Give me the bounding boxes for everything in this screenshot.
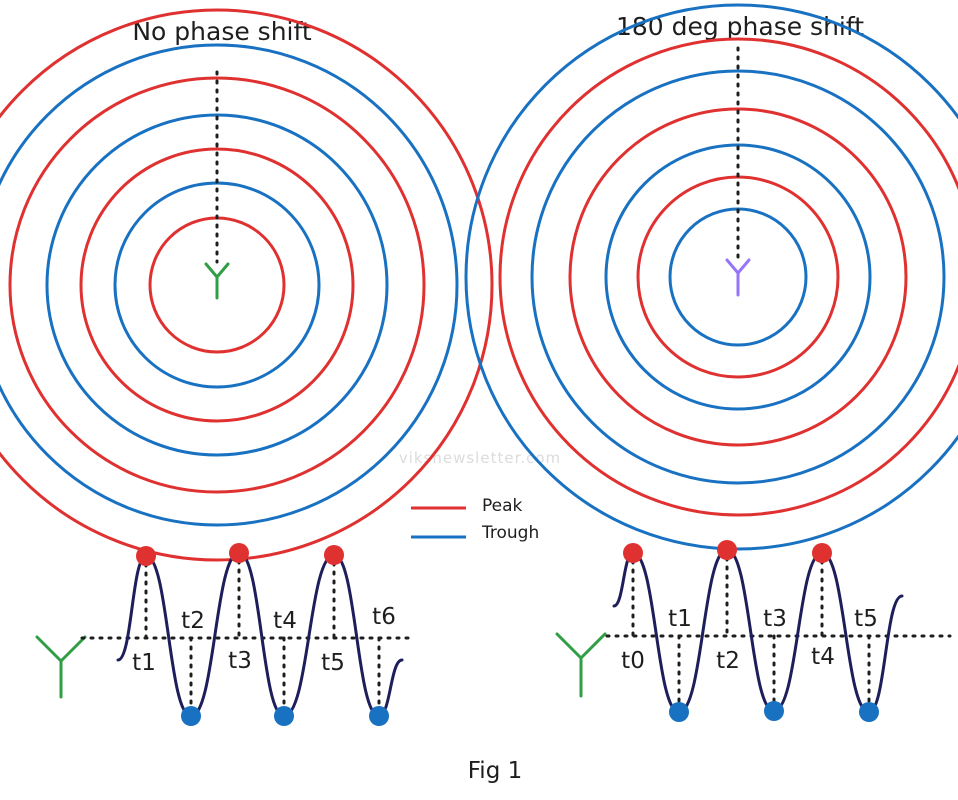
left-time-label-2: t2 — [181, 608, 205, 634]
right-wave-dots — [623, 540, 879, 722]
right-ring-trough-7 — [464, 3, 958, 551]
right-panel-title: 180 deg phase shift — [616, 12, 864, 41]
right-trough-dot-2 — [764, 701, 784, 721]
left-panel: No phase shift — [0, 8, 494, 562]
right-ring-trough-5 — [530, 69, 946, 485]
right-time-label-0: t0 — [621, 648, 645, 674]
antenna-icon — [725, 258, 751, 297]
left-peak-dot-3 — [324, 545, 344, 565]
left-time-label-1: t1 — [132, 650, 156, 676]
watermark-text: viksnewsletter.com — [399, 449, 561, 467]
left-ring-peak-7 — [0, 8, 494, 562]
antenna-icon — [555, 632, 607, 698]
left-time-label-4: t4 — [273, 608, 297, 634]
left-wave — [116, 551, 404, 718]
antenna-icon — [204, 262, 230, 300]
right-trough-dot-1 — [669, 702, 689, 722]
legend: Peak Trough — [411, 496, 539, 543]
right-peak-dot-3 — [812, 543, 832, 563]
right-peak-dot-1 — [623, 543, 643, 563]
left-trough-dot-1 — [181, 706, 201, 726]
right-wave — [612, 548, 904, 714]
left-panel-title: No phase shift — [132, 17, 312, 46]
antenna-icon — [35, 635, 87, 699]
right-wave-diagram: t0 t1 t2 t3 t4 t5 — [555, 540, 952, 722]
left-ring-peak-3 — [79, 147, 355, 423]
legend-trough-label: Trough — [481, 523, 539, 543]
left-trough-dot-2 — [274, 706, 294, 726]
right-ring-peak-6 — [498, 37, 958, 517]
legend-peak-label: Peak — [482, 496, 523, 516]
left-trough-dot-3 — [369, 706, 389, 726]
left-time-label-3: t3 — [228, 648, 252, 674]
left-ring-trough-6 — [0, 43, 459, 527]
left-ring-peak-5 — [8, 76, 426, 494]
left-wave-dots — [136, 543, 389, 726]
left-peak-dot-1 — [136, 546, 156, 566]
left-wave-diagram: t1 t2 t3 t4 t5 t6 — [35, 543, 412, 726]
right-time-label-5: t5 — [854, 606, 878, 632]
right-time-label-2: t2 — [716, 648, 740, 674]
left-ring-trough-4 — [45, 113, 389, 457]
right-time-label-1: t1 — [668, 606, 692, 632]
left-peak-dot-2 — [229, 543, 249, 563]
left-time-label-5: t5 — [321, 650, 345, 676]
right-time-label-3: t3 — [763, 606, 787, 632]
left-rings — [0, 8, 494, 562]
right-trough-dot-3 — [859, 702, 879, 722]
right-wave-markers — [631, 556, 871, 706]
right-peak-dot-2 — [717, 540, 737, 560]
left-wave-markers — [144, 559, 381, 710]
right-ring-peak-4 — [568, 107, 908, 447]
figure-caption: Fig 1 — [468, 758, 523, 784]
right-panel: 180 deg phase shift — [464, 3, 958, 551]
right-ring-trough-3 — [604, 143, 872, 411]
left-time-label-6: t6 — [372, 604, 396, 630]
right-time-label-4: t4 — [811, 644, 835, 670]
right-rings — [464, 3, 958, 551]
